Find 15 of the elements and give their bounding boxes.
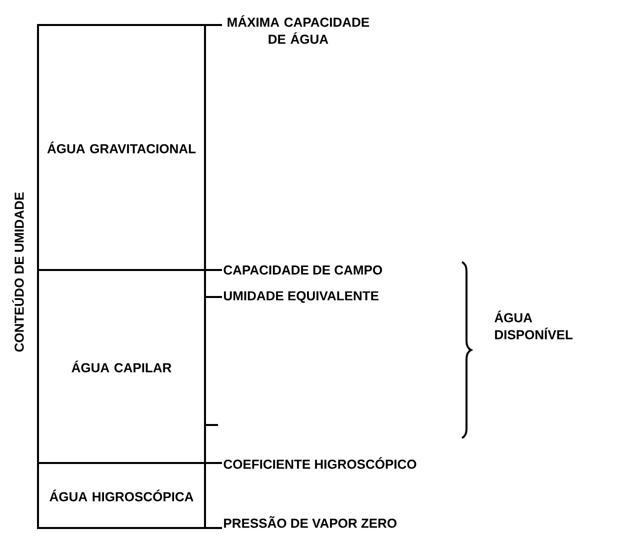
level-label: CAPACIDADE DE CAMPO xyxy=(224,265,382,275)
level-label: COEFICIENTE HIGROSCÓPICO xyxy=(224,457,416,469)
tick-line xyxy=(206,269,222,271)
text-label: ÁGUA DISPONÍVEL xyxy=(494,310,573,340)
band-box: ÁGUA HIGROSCÓPICA xyxy=(37,462,206,529)
tick-line xyxy=(206,296,222,298)
level-label: MÁXIMA CAPACIDADE DE ÁGUA xyxy=(228,15,370,44)
tick-line xyxy=(206,24,222,26)
tick-line xyxy=(206,527,222,529)
level-label: PRESSÃO DE VAPOR ZERO xyxy=(224,516,396,528)
tick-line xyxy=(206,462,222,464)
text-label: CONTEÚDO DE UMIDADE xyxy=(12,192,24,352)
band-box: ÁGUA GRAVITACIONAL xyxy=(37,24,206,271)
level-label: UMIDADE EQUIVALENTE xyxy=(224,291,378,303)
band-box: ÁGUA CAPILAR xyxy=(37,269,206,464)
